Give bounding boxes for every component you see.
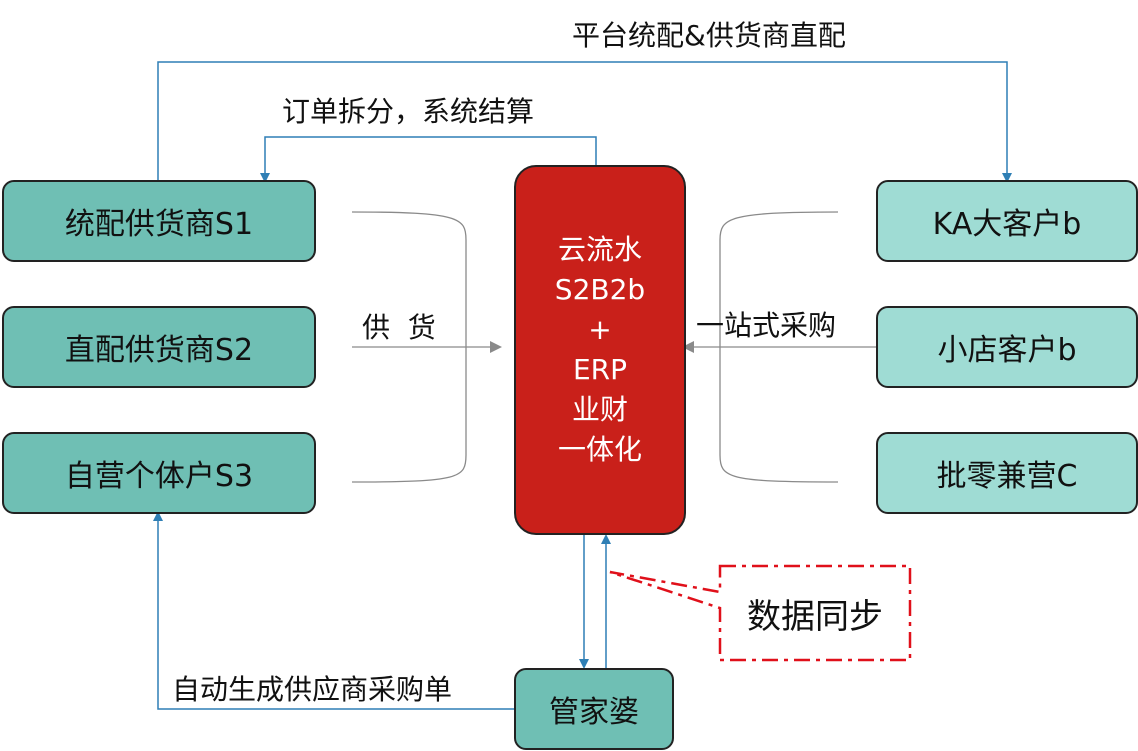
core-platform-node: 云流水 S2B2b + ERP 业财 一体化 [514, 165, 686, 535]
order-split-label: 订单拆分，系统结算 [282, 95, 535, 128]
core-line: + [588, 313, 612, 346]
order-split-arrow [260, 136, 597, 183]
data-sync-callout [609, 564, 912, 662]
one-stop-purchase-label: 一站式采购 [696, 309, 837, 342]
auto-po-label: 自动生成供应商采购单 [172, 673, 453, 706]
customer-ka-node: KA大客户b [876, 180, 1138, 262]
data-sync-label: 数据同步 [747, 596, 883, 637]
core-line: 云流水 [557, 233, 642, 266]
supplier-s2-node: 直配供货商S2 [2, 306, 316, 388]
platform-delivery-arrow [157, 61, 1012, 183]
auto-po-arrow [153, 511, 514, 710]
core-line: ERP [572, 353, 628, 386]
customer-small-store-node: 小店客户b [876, 306, 1138, 388]
supply-label: 供 货 [362, 311, 436, 344]
steward-node: 管家婆 [514, 668, 674, 750]
core-line: 一体化 [557, 433, 642, 466]
core-line: S2B2b [554, 273, 646, 306]
platform-delivery-label: 平台统配&供货商直配 [572, 19, 846, 52]
supplier-s1-node: 统配供货商S1 [2, 180, 316, 262]
customer-wholesale-retail-node: 批零兼营C [876, 432, 1138, 514]
supplier-s3-node: 自营个体户S3 [2, 432, 316, 514]
core-line: 业财 [571, 393, 628, 426]
